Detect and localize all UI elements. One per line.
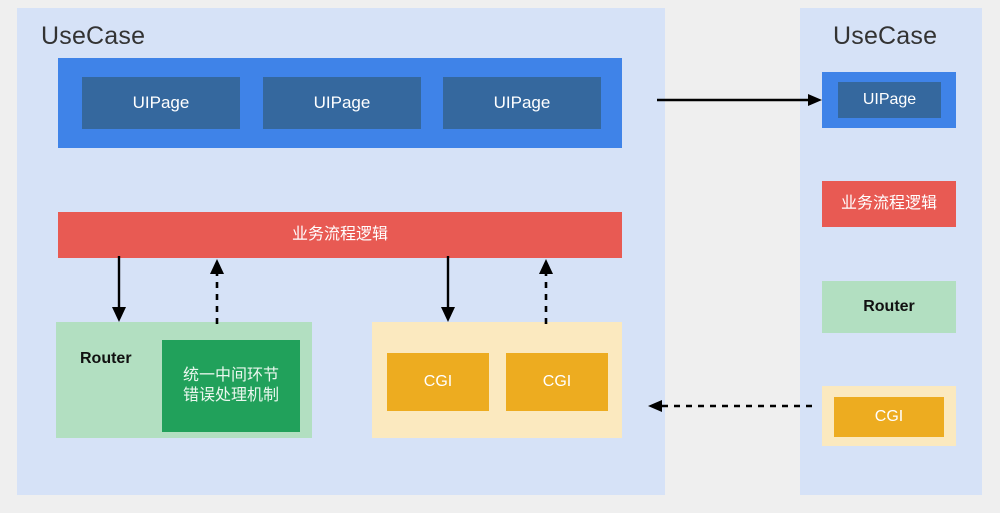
connector-cgi-to-cgi xyxy=(648,400,812,412)
left-cgi-2[interactable]: CGI xyxy=(506,353,608,411)
left-business-logic-bar[interactable]: 业务流程逻辑 xyxy=(58,212,622,258)
right-business-logic-bar[interactable]: 业务流程逻辑 xyxy=(822,181,956,227)
connector-uipage-to-uipage xyxy=(657,94,822,106)
right-uipage-1[interactable]: UIPage xyxy=(838,82,941,118)
connector-router-to-logic xyxy=(210,259,224,324)
left-uipage-3[interactable]: UIPage xyxy=(443,77,601,129)
connector-cgi-to-logic xyxy=(539,259,553,324)
connector-logic-to-cgi xyxy=(441,256,455,322)
connector-logic-to-router xyxy=(112,256,126,322)
left-uipage-1[interactable]: UIPage xyxy=(82,77,240,129)
left-uipage-2[interactable]: UIPage xyxy=(263,77,421,129)
left-error-handling-box[interactable]: 统一中间环节 错误处理机制 xyxy=(162,340,300,432)
error-handling-line-1: 统一中间环节 xyxy=(182,367,279,385)
left-panel-title: UseCase xyxy=(41,22,146,50)
left-router-label: Router xyxy=(80,350,132,367)
left-cgi-1[interactable]: CGI xyxy=(387,353,489,411)
error-handling-line-2: 错误处理机制 xyxy=(182,387,279,404)
right-router-box[interactable]: Router xyxy=(822,281,956,333)
right-cgi-1[interactable]: CGI xyxy=(834,397,944,437)
right-panel-title: UseCase xyxy=(833,22,938,50)
